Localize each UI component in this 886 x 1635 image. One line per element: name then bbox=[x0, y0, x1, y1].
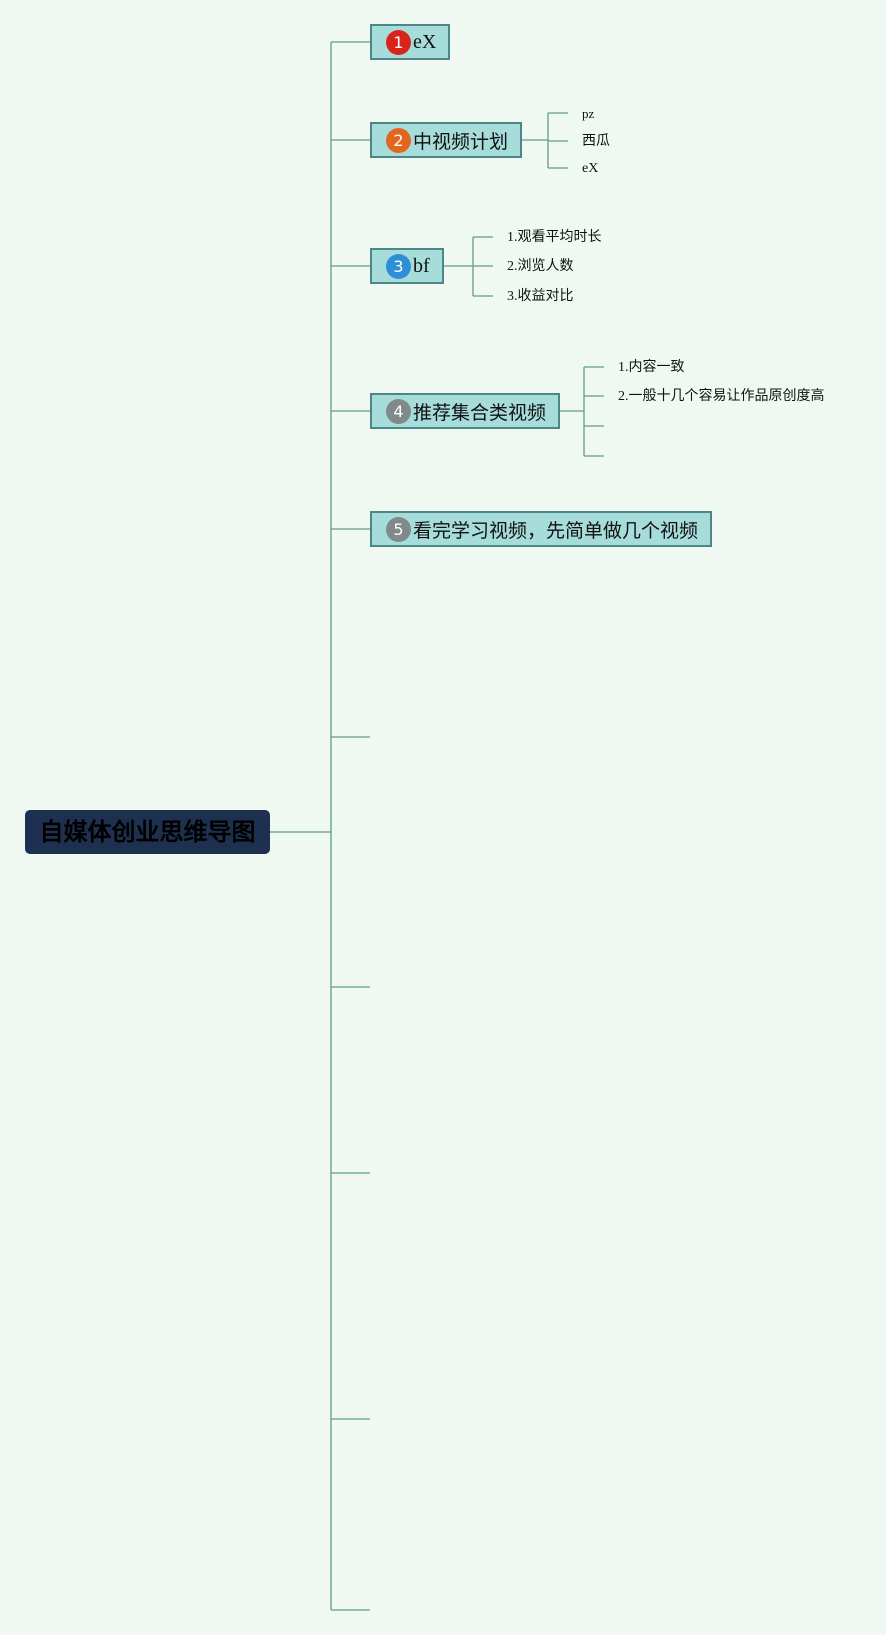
topic-2-child-1[interactable]: pz bbox=[582, 106, 595, 121]
topic-3-child-1[interactable]: 1.观看平均时长 bbox=[507, 230, 602, 245]
number-4-badge-icon: 4 bbox=[386, 398, 411, 424]
topic-3-node[interactable]: 3 bf bbox=[370, 248, 444, 284]
topic-4-node[interactable]: 4 推荐集合类视频 bbox=[370, 393, 561, 429]
topic-3-label: bf bbox=[413, 254, 430, 277]
topic-2-label: 中视频计划 bbox=[413, 130, 509, 153]
topic-1-node[interactable]: 1 eX bbox=[370, 24, 451, 60]
topic-5-node[interactable]: 5 看完学习视频，先简单做几个视频 bbox=[370, 511, 713, 547]
number-5-badge-icon: 5 bbox=[386, 516, 411, 542]
topic-5-label: 看完学习视频，先简单做几个视频 bbox=[413, 519, 699, 542]
topic-3-child-3[interactable]: 3.收益对比 bbox=[507, 289, 574, 304]
topic-4-label: 推荐集合类视频 bbox=[413, 401, 547, 424]
number-1-badge-icon: 1 bbox=[386, 29, 411, 55]
topic-1-label: eX bbox=[413, 30, 437, 53]
root-node[interactable]: 自媒体创业思维导图 bbox=[25, 810, 270, 854]
topic-2-child-2[interactable]: 西瓜 bbox=[582, 134, 610, 149]
topic-4-child-2[interactable]: 2.一般十几个容易让作品原创度高 bbox=[618, 389, 825, 404]
number-2-badge-icon: 2 bbox=[386, 127, 411, 153]
topic-3-child-2[interactable]: 2.浏览人数 bbox=[507, 259, 574, 274]
number-3-badge-icon: 3 bbox=[386, 253, 411, 279]
topic-2-child-3[interactable]: eX bbox=[582, 161, 599, 176]
topic-2-node[interactable]: 2 中视频计划 bbox=[370, 122, 523, 158]
topic-4-child-1[interactable]: 1.内容一致 bbox=[618, 360, 685, 375]
